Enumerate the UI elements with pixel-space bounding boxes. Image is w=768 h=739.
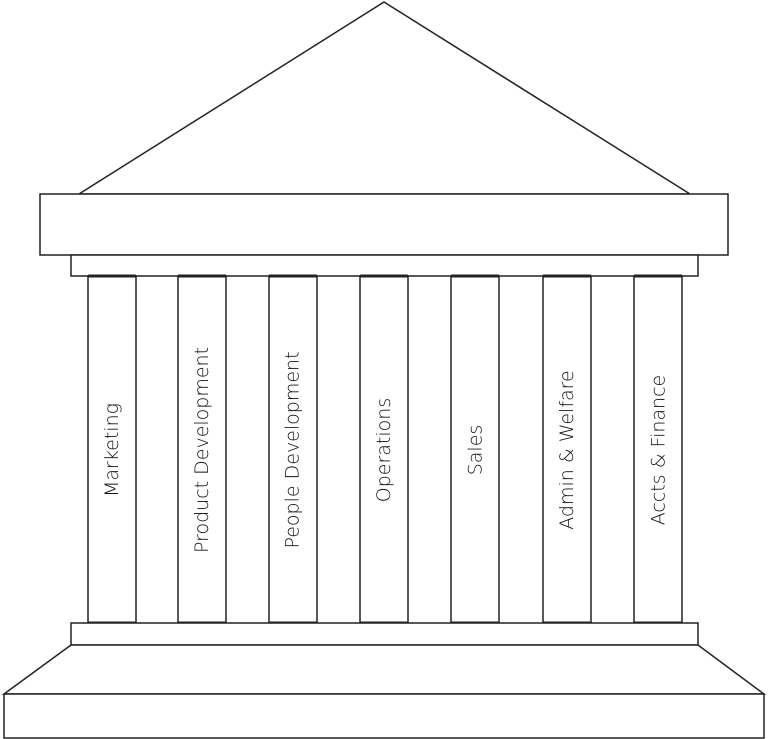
pillar — [177, 275, 227, 624]
capital-strip — [70, 254, 699, 277]
pillar-label-box: Operations — [360, 276, 408, 623]
pillar-label: Admin & Welfare — [556, 369, 579, 530]
pillar-label: Marketing — [101, 402, 124, 497]
pillar-label-box: People Development — [269, 276, 317, 623]
pillar-label-box: Sales — [451, 276, 499, 623]
entablature — [39, 193, 729, 256]
pillar-label: Operations — [373, 397, 395, 502]
pillar-label-box: Admin & Welfare — [543, 276, 591, 623]
pillar-label: Product Development — [191, 346, 213, 553]
pillar-label-box: Marketing — [88, 276, 136, 623]
stylobate-strip — [70, 622, 699, 646]
pillar-label: Sales — [464, 424, 487, 475]
pillar-label: People Development — [282, 350, 305, 549]
roof — [76, 1, 693, 195]
pillar — [633, 275, 683, 624]
pillar-label-box: Accts & Finance — [634, 276, 682, 623]
pillar — [359, 275, 409, 624]
base-slope — [1, 644, 767, 695]
base-foundation — [3, 693, 765, 739]
pillar-label-box: Product Development — [178, 276, 226, 623]
pillar-label: Accts & Finance — [647, 374, 669, 525]
